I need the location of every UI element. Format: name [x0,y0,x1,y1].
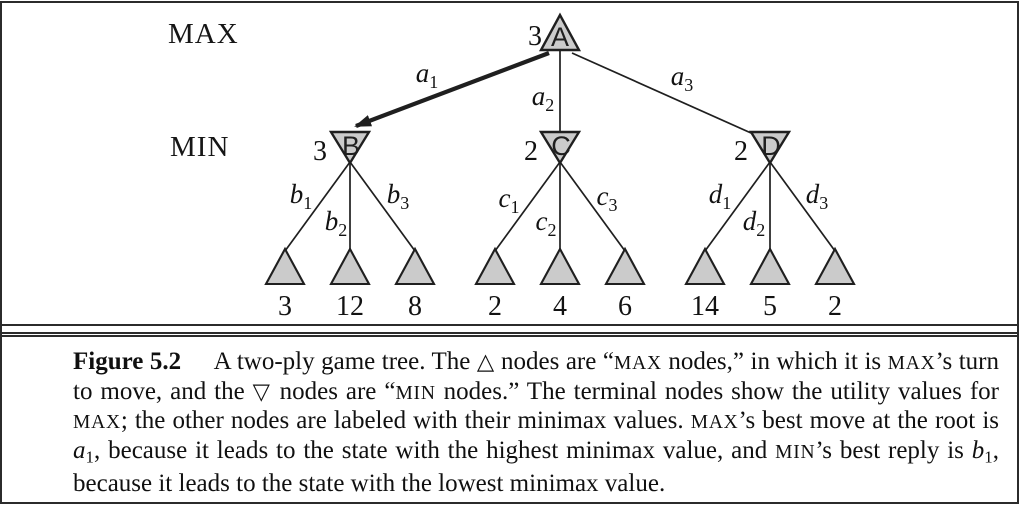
caption-run: ’s best move at the root is [738,407,999,434]
caption-run: ▽ [252,378,272,405]
edge-label-c2: c2 [536,206,557,240]
node-letter-A: A [551,22,569,52]
caption-run: , because it leads to the state with the… [94,436,776,464]
caption-run: ; the other nodes are labeled with their… [120,407,691,434]
node-value-D: 2 [734,136,748,167]
layer-label-min: MIN [170,131,229,163]
leaf-value: 12 [336,291,364,322]
caption-run: MAX [73,412,121,433]
edge-d1 [704,161,771,252]
leaf-value: 5 [763,291,777,322]
edge-a3 [571,52,752,134]
edge-label-b3: b3 [387,179,410,213]
leaf-value: 2 [828,291,842,322]
edge-label-a2: a2 [532,81,555,115]
edge-label-a1: a1 [416,58,439,92]
edge-label-d1: d1 [709,179,732,213]
edge-label-c1: c1 [499,183,520,217]
figure-caption: Figure 5.2 A two-ply game tree. The △ nod… [2,337,1017,498]
caption-run: ’s turn to move, and the [73,348,999,405]
min-node-D [748,130,792,166]
min-node-B [328,130,372,166]
node-value-A: 3 [528,21,542,52]
caption-run: ’s best reply is [815,436,972,464]
edge-label-a3: a3 [671,61,694,95]
leaf-value: 6 [618,291,632,322]
edge-d3 [769,161,836,252]
edge-label-b2: b2 [325,206,348,240]
caption-run: MIN [395,382,436,404]
caption-run: A two-ply game tree. The [213,348,477,375]
leaf-node [814,246,856,286]
edge-b1 [284,161,351,252]
leaf-node [264,246,306,286]
caption-panel: Figure 5.2 A two-ply game tree. The △ nod… [2,332,1017,501]
edge-label-b1: b1 [290,179,313,213]
caption-run: MIN [775,441,816,463]
figure-label: Figure 5.2 [73,348,182,375]
node-value-C: 2 [524,136,538,167]
max-node-A [538,12,582,52]
leaf-node [329,246,371,286]
node-letter-B: B [342,131,360,161]
caption-run: a [73,436,86,464]
layer-label-max: MAX [168,18,239,50]
caption-run: 1 [984,446,993,466]
edge-c3 [559,161,626,252]
caption-run: nodes are “ [494,348,614,375]
edge-label-d3: d3 [806,179,829,213]
caption-run: MAX [613,353,662,374]
leaf-value: 8 [408,291,422,322]
leaf-node [684,246,726,286]
edge-label-c3: c3 [597,181,618,215]
caption-run: nodes.” The terminal nodes show the util… [435,377,999,405]
min-node-C [538,130,582,166]
node-value-B: 3 [313,136,327,167]
leaf-value: 2 [488,291,502,322]
caption-run: MAX [887,353,936,374]
caption-run: 1 [85,446,95,466]
caption-run: MAX [690,412,739,433]
edge-b3 [349,161,416,252]
leaf-node [394,246,436,286]
caption-run: nodes,” in which it is [661,348,888,375]
tree-nodes-layer [264,12,856,286]
leaf-node [604,246,646,286]
leaf-value: 3 [278,291,292,322]
edge-c1 [494,161,561,252]
caption-run: △ [476,349,495,375]
caption-run: nodes are “ [271,377,396,405]
node-letter-D: D [761,131,781,161]
leaf-value: 4 [553,291,567,322]
edge-label-d2: d2 [743,206,766,240]
leaf-node [474,246,516,286]
tree-edges-layer [284,51,836,252]
caption-run: b [971,436,985,464]
edge-a1 [354,51,550,128]
leaf-node [539,246,581,286]
caption-run: , because it leads to the state with the… [73,436,999,498]
leaf-value: 14 [691,291,719,322]
leaf-node [749,246,791,286]
node-letter-C: C [551,131,571,161]
